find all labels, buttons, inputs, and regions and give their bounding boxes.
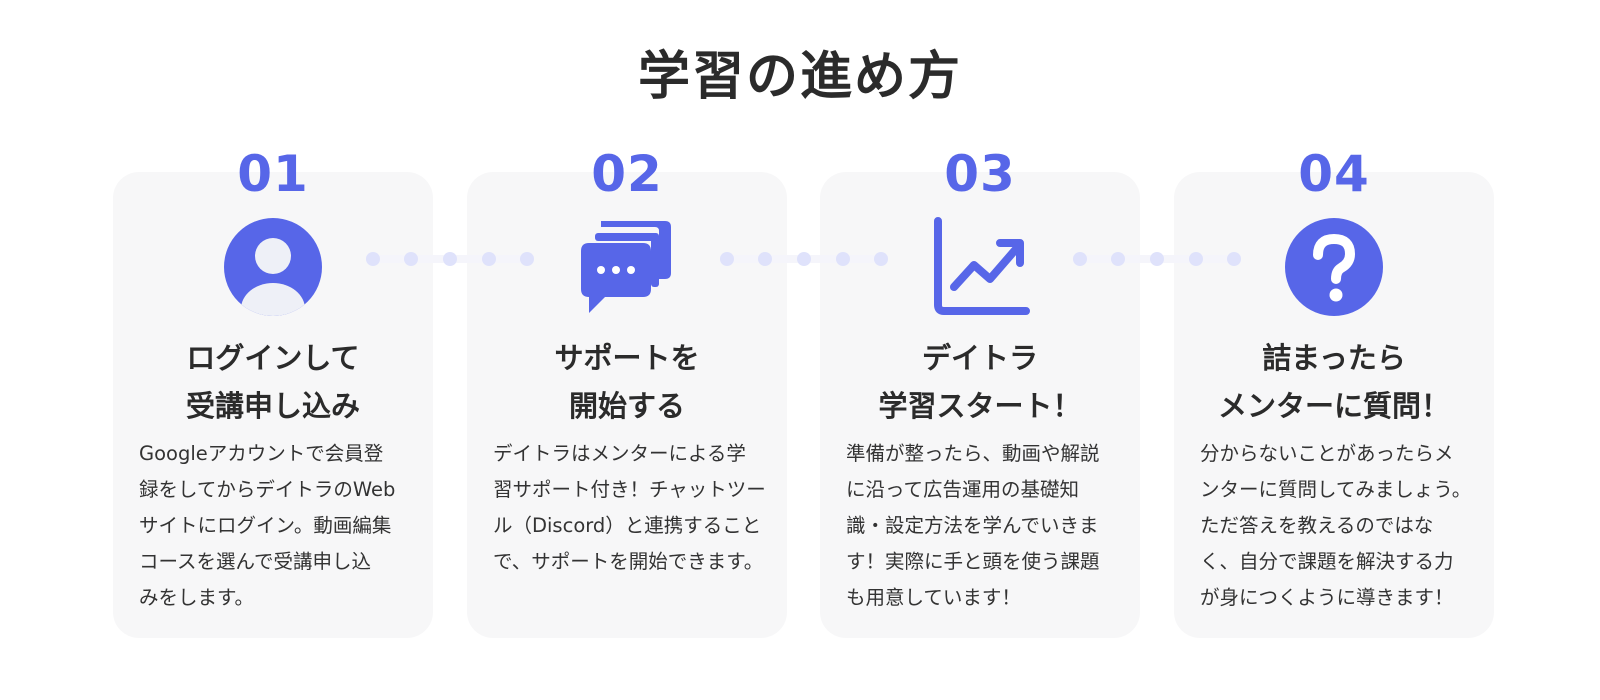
step-card-4: 04 詰まったら メンターに質問！ 分からないことがあったらメ ンターに質問して… <box>1174 145 1494 638</box>
growth-chart-icon <box>930 217 1030 317</box>
step-connector <box>720 252 888 266</box>
step-connector <box>366 252 534 266</box>
step-description: 分からないことがあったらメ ンターに質問してみましょう。 ただ答えを教えるのでは… <box>1200 442 1472 609</box>
step-card-2: 02 サポートを 開始する デイトラはメンターによる学 習サポート付き！チャット… <box>467 145 787 638</box>
step-description: Googleアカウントで会員登 録をしてからデイトラのWeb サイトにログイン。… <box>139 442 396 609</box>
chat-icon <box>577 217 677 317</box>
step-number: 02 <box>591 145 663 203</box>
question-icon <box>1284 217 1384 317</box>
step-description: デイトラはメンターによる学 習サポート付き！チャットツー ル（Discord）と… <box>493 442 766 573</box>
step-number: 04 <box>1298 145 1370 203</box>
step-heading: ログインして 受講申し込み <box>185 341 360 423</box>
step-description: 準備が整ったら、動画や解説 に沿って広告運用の基礎知 識・設定方法を学んでいきま… <box>846 442 1100 609</box>
step-heading: 詰まったら メンターに質問！ <box>1217 341 1450 423</box>
step-connector <box>1073 252 1241 266</box>
step-heading: デイトラ 学習スタート！ <box>878 341 1082 423</box>
step-card-3: 03 デイトラ 学習スタート！ 準備が整ったら、動画や解説 に沿って広告運用の基… <box>820 145 1140 638</box>
page-title: 学習の進め方 <box>637 47 962 107</box>
step-card-1: 01 ログインして 受講申し込み Googleアカウントで会員登 録をしてからデ… <box>113 145 433 638</box>
step-heading: サポートを 開始する <box>554 341 700 423</box>
user-icon <box>223 217 323 317</box>
step-number: 01 <box>237 145 309 203</box>
step-number: 03 <box>944 145 1016 203</box>
